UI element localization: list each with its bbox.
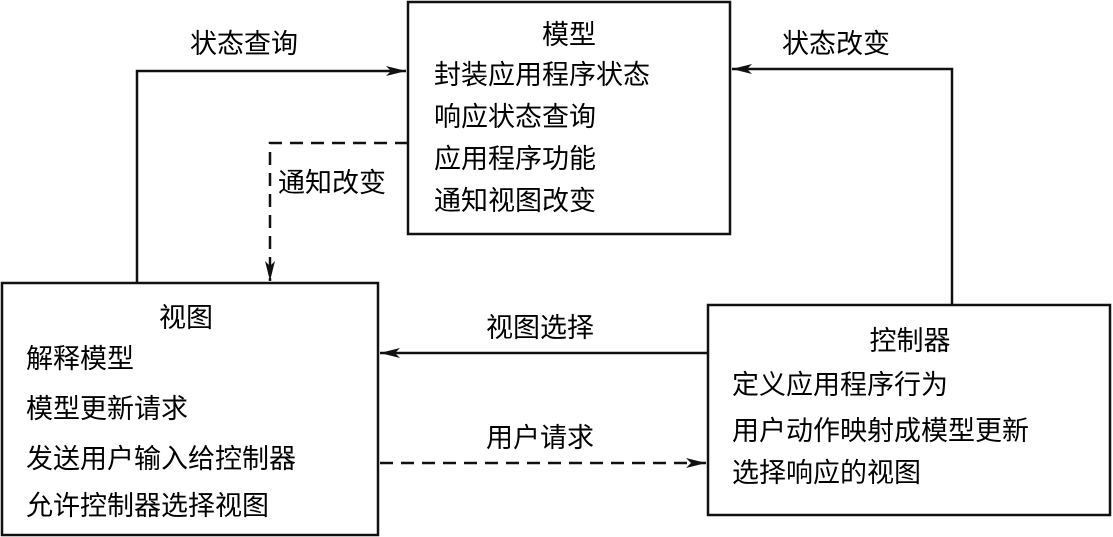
controller-line-1: 定义应用程序行为 bbox=[732, 370, 948, 401]
notify-change-label: 通知改变 bbox=[278, 168, 386, 199]
view-line-3: 发送用户输入给控制器 bbox=[26, 444, 296, 475]
controller-line-3: 选择响应的视图 bbox=[732, 458, 921, 489]
controller-title: 控制器 bbox=[870, 326, 951, 357]
view-line-1: 解释模型 bbox=[26, 344, 134, 375]
model-line-2: 响应状态查询 bbox=[434, 102, 596, 133]
view-select-label: 视图选择 bbox=[486, 313, 594, 344]
model-line-4: 通知视图改变 bbox=[434, 186, 596, 217]
view-line-4: 允许控制器选择视图 bbox=[26, 491, 269, 522]
model-line-3: 应用程序功能 bbox=[434, 144, 596, 175]
user-request-label: 用户请求 bbox=[486, 423, 594, 454]
controller-box bbox=[706, 303, 1112, 517]
state-query-label: 状态查询 bbox=[190, 29, 298, 60]
model-line-1: 封装应用程序状态 bbox=[434, 60, 650, 91]
notify-change-arrow bbox=[265, 141, 408, 281]
view-line-2: 模型更新请求 bbox=[26, 394, 188, 425]
controller-line-2: 用户动作映射成模型更新 bbox=[732, 416, 1029, 447]
view-title: 视图 bbox=[159, 303, 213, 334]
model-title: 模型 bbox=[542, 20, 596, 51]
model-box bbox=[406, 0, 732, 236]
view-box bbox=[0, 281, 380, 537]
state-query-arrow bbox=[135, 66, 406, 283]
state-change-label: 状态改变 bbox=[782, 29, 890, 60]
state-change-arrow bbox=[732, 64, 954, 305]
